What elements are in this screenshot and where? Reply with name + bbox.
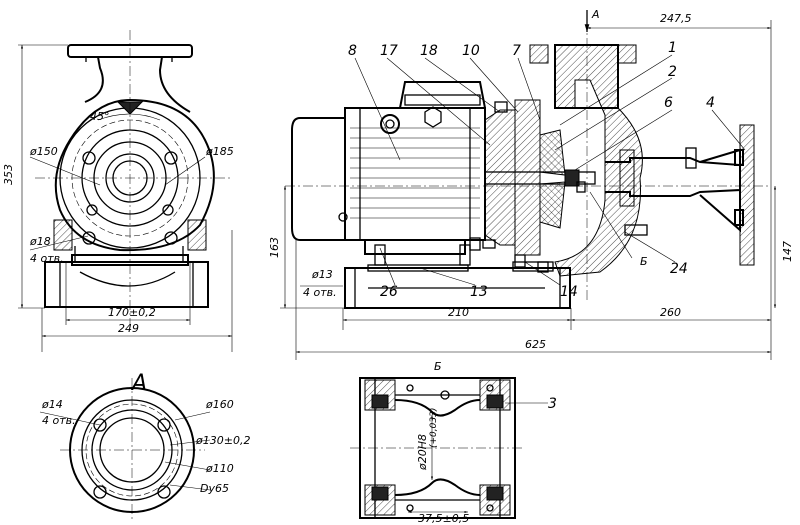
dim-angle45: 45° xyxy=(90,110,110,123)
pos-7: 7 xyxy=(512,43,521,59)
pos-2: 2 xyxy=(668,64,677,80)
pos-24: 24 xyxy=(670,261,688,277)
dim-w170: 170±0,2 xyxy=(108,306,156,319)
dim-d130: ø130±0,2 xyxy=(195,434,250,447)
dim-d14: ø14 xyxy=(41,398,63,411)
pos-3: 3 xyxy=(548,396,557,412)
dim-w260: 260 xyxy=(660,306,681,319)
dim-w249: 249 xyxy=(118,322,139,335)
dim-w37: 37,5±0,5 xyxy=(418,512,469,525)
arrow-b-label: Б xyxy=(640,255,648,268)
dim-d13: ø13 xyxy=(311,268,333,281)
pos-6: 6 xyxy=(664,95,673,111)
pos-8: 8 xyxy=(348,43,357,59)
pos-4: 4 xyxy=(706,95,715,111)
section-view xyxy=(280,10,777,360)
dim-d18: ø18 xyxy=(29,235,51,248)
dim-w625: 625 xyxy=(525,338,546,351)
dim-w247: 247,5 xyxy=(660,12,692,25)
dim-d160: ø160 xyxy=(205,398,234,411)
front-view xyxy=(18,30,233,352)
dim-d14-count: 4 отв. xyxy=(42,414,76,427)
dim-d18-count: 4 отв. xyxy=(30,252,64,265)
dim-d20-tol: (+0,033) xyxy=(429,408,439,448)
dim-d20: ø20H8 xyxy=(416,434,429,471)
dim-h147: 147 xyxy=(781,241,794,262)
dim-d13-count: 4 отв. xyxy=(303,286,337,299)
pos-10: 10 xyxy=(462,43,480,59)
dim-dy65: Dy65 xyxy=(200,482,229,495)
pos-18: 18 xyxy=(420,43,438,59)
view-a-flange xyxy=(39,378,211,520)
dim-h163: 163 xyxy=(268,237,281,258)
view-b-title: Б xyxy=(434,360,442,373)
pos-1: 1 xyxy=(668,40,677,56)
dim-d110: ø110 xyxy=(205,462,234,475)
pos-14: 14 xyxy=(560,284,578,300)
pos-17: 17 xyxy=(380,43,398,59)
dim-w210: 210 xyxy=(448,306,469,319)
pos-26: 26 xyxy=(380,284,398,300)
view-a-title: A xyxy=(130,371,147,396)
pos-13: 13 xyxy=(470,284,488,300)
dim-d150: ø150 xyxy=(29,145,58,158)
view-b-coupling xyxy=(350,377,548,519)
dim-h353: 353 xyxy=(2,164,15,185)
arrow-a-label: A xyxy=(591,8,600,21)
dim-d185: ø185 xyxy=(205,145,234,158)
